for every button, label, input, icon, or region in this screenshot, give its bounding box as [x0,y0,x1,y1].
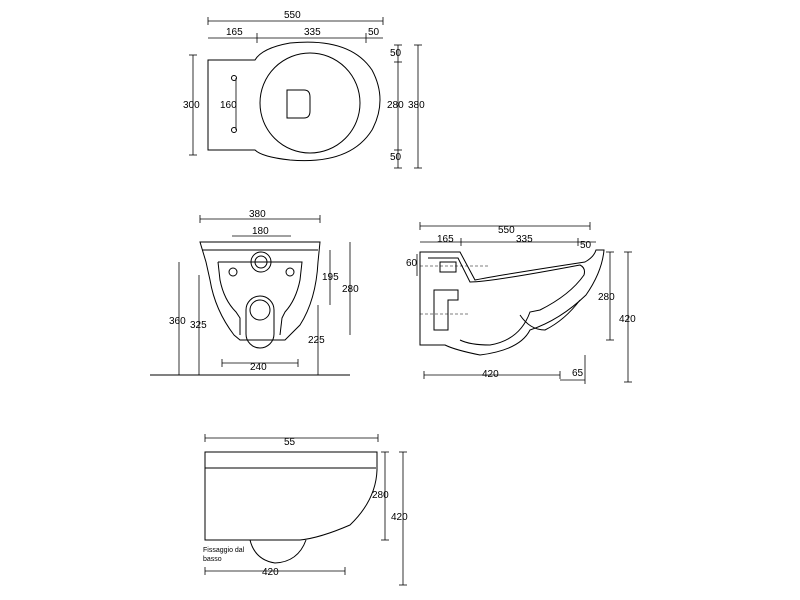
dim-550-section: 550 [498,225,515,236]
dim-160: 160 [220,100,237,111]
dim-50-bottom: 50 [390,152,402,163]
dim-280-section: 280 [598,292,615,303]
dim-420-base: 420 [482,369,499,380]
rear-bolt-left [228,267,238,277]
dim-420-side-base: 420 [262,567,279,578]
dim-180: 180 [252,226,269,237]
side-view-outlet [249,539,307,564]
side-section: 550 165 335 50 60 280 420 420 65 [406,222,636,384]
dim-380: 380 [408,100,425,111]
dim-225: 225 [308,335,325,346]
dim-165: 165 [226,27,243,38]
dim-50: 50 [368,27,380,38]
rear-view-outline [199,241,321,341]
dim-55: 55 [284,437,296,448]
section-outline [419,249,605,356]
dim-240: 240 [250,362,267,373]
top-view-bowl [259,52,361,154]
dim-280-side: 280 [372,490,389,501]
dim-420-side: 420 [391,512,408,523]
top-view-outline [207,41,381,162]
dim-280-rear: 280 [342,284,359,295]
top-view-drain [286,89,311,119]
dim-65: 65 [572,368,584,379]
dim-550: 550 [284,10,301,21]
side-view-outline [204,451,378,541]
rear-inlet [250,251,272,273]
bolt-hole-bottom [231,127,237,133]
bolt-hole-top [231,75,237,81]
dim-360: 360 [169,316,186,327]
dim-325: 325 [190,320,207,331]
dim-195: 195 [322,272,339,283]
dim-335-section: 335 [516,234,533,245]
dim-335: 335 [304,27,321,38]
dim-420-section: 420 [619,314,636,325]
rear-view: 380 180 195 280 360 325 225 240 [150,209,359,376]
dim-50-section: 50 [580,240,592,251]
dim-165-section: 165 [437,234,454,245]
dim-50-top: 50 [390,48,402,59]
side-view: 55 280 420 420 Fissaggio dal basso [203,434,408,586]
rear-bolt-right [285,267,295,277]
note-line-2: basso [203,556,222,563]
top-view: 550 165 335 50 300 160 50 280 50 380 [183,10,425,169]
dim-380-rear: 380 [249,209,266,220]
dim-280: 280 [387,100,404,111]
note-line-1: Fissaggio dal [203,547,245,554]
dim-300: 300 [183,100,200,111]
dim-60: 60 [406,258,418,269]
rear-outlet [245,295,275,349]
